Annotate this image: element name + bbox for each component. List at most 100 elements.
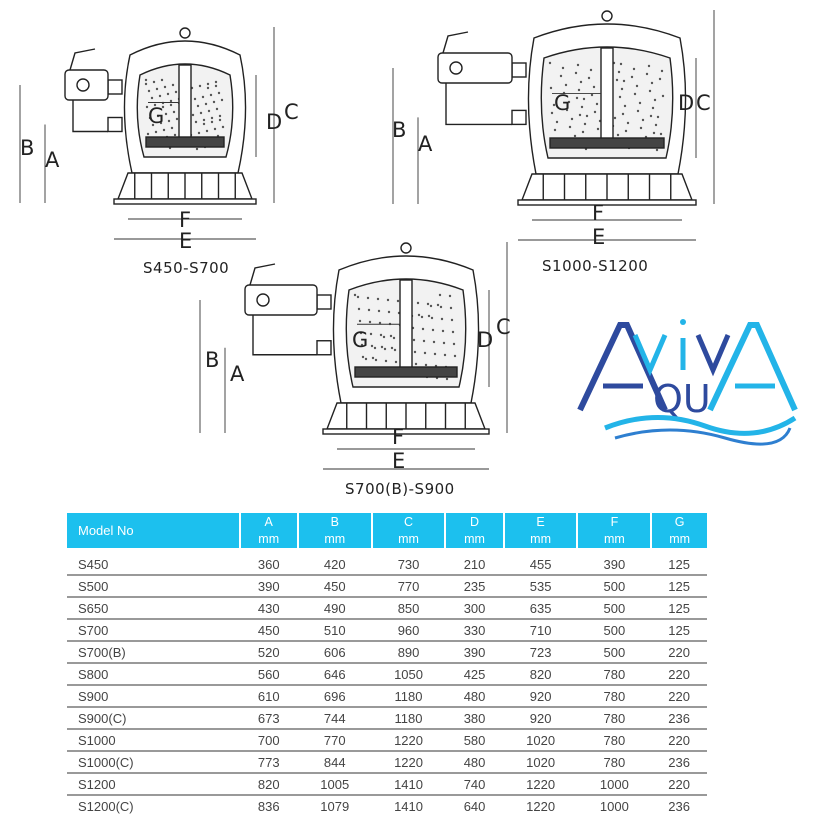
media-speckle (162, 128, 166, 132)
media-speckle (210, 116, 214, 120)
media-speckle (209, 93, 213, 97)
media-speckle (205, 129, 209, 133)
media-speckle (439, 305, 443, 309)
laterals (145, 136, 225, 148)
media-speckle (167, 119, 171, 123)
dim-label-g: G (148, 104, 165, 128)
value-cell: 500 (577, 619, 652, 642)
media-speckle (619, 62, 623, 66)
media-speckle (581, 130, 585, 134)
media-speckle (561, 66, 565, 70)
media-speckle (373, 346, 377, 350)
media-speckle (175, 117, 179, 121)
media-speckle (202, 118, 206, 122)
media-speckle (195, 147, 199, 151)
media-speckle (649, 114, 653, 118)
value-cell: 500 (577, 597, 652, 620)
media-speckle (384, 359, 388, 363)
media-speckle (370, 344, 374, 348)
value-cell: 780 (577, 707, 652, 730)
media-speckle (163, 85, 167, 89)
value-cell: 125 (651, 597, 707, 620)
media-speckle (422, 339, 426, 343)
media-speckle (564, 83, 568, 87)
value-cell: 510 (297, 619, 372, 642)
model-cell: S1000 (67, 729, 240, 752)
media-speckle (169, 99, 173, 103)
value-cell: 480 (445, 685, 504, 708)
media-speckle (429, 304, 433, 308)
media-speckle (574, 71, 578, 75)
media-speckle (153, 103, 157, 107)
value-cell: 1220 (503, 773, 578, 796)
value-cell: 960 (371, 619, 446, 642)
column-name: Model No (78, 523, 134, 538)
diagram-caption: S450-S700 (143, 259, 230, 277)
media-speckle (156, 114, 160, 118)
dim-label-a: A (45, 148, 60, 172)
media-speckle (213, 127, 217, 131)
media-speckle (421, 327, 425, 331)
media-speckle (638, 101, 642, 105)
filter-drawing-s450-s700 (19, 27, 275, 240)
media-speckle (622, 79, 626, 83)
value-cell: 696 (297, 685, 372, 708)
upper-port (107, 79, 123, 95)
valve-gauge-icon (76, 78, 90, 92)
media-speckle (417, 313, 421, 317)
media-speckle (390, 346, 394, 350)
media-speckle (371, 356, 375, 360)
media-speckle (367, 308, 371, 312)
media-speckle (210, 120, 214, 124)
value-cell: 535 (503, 575, 578, 598)
value-cell: 780 (577, 751, 652, 774)
column-header-model: Model No (67, 513, 241, 548)
media-speckle (579, 80, 583, 84)
value-cell: 1410 (371, 773, 446, 796)
column-unit: mm (398, 531, 419, 546)
value-cell: 420 (297, 548, 372, 576)
media-speckle (378, 321, 382, 325)
media-speckle (379, 333, 383, 337)
value-cell: 450 (239, 619, 298, 642)
value-cell: 380 (445, 707, 504, 730)
value-cell: 730 (371, 548, 446, 576)
value-cell: 236 (651, 707, 707, 730)
media-speckle (420, 315, 424, 319)
media-speckle (639, 126, 643, 130)
media-speckle (413, 350, 417, 354)
value-cell: 125 (651, 548, 707, 576)
media-speckle (615, 78, 619, 82)
media-speckle (656, 115, 660, 119)
media-speckle (616, 133, 620, 137)
value-cell: 635 (503, 597, 578, 620)
media-speckle (431, 328, 435, 332)
media-speckle (171, 83, 175, 87)
value-cell: 610 (239, 685, 298, 708)
value-cell: 606 (297, 641, 372, 664)
media-speckle (172, 110, 176, 114)
media-speckle (206, 86, 210, 90)
media-speckle (191, 113, 195, 117)
column-name: A (264, 514, 273, 529)
value-cell: 770 (297, 729, 372, 752)
media-speckle (582, 97, 586, 101)
value-cell: 890 (371, 641, 446, 664)
media-speckle (452, 342, 456, 346)
laterals (549, 137, 665, 149)
value-cell: 236 (668, 798, 690, 814)
media-speckle (555, 120, 559, 124)
media-speckle (633, 92, 637, 96)
value-cell: 920 (503, 685, 578, 708)
model-cell: S450 (67, 548, 240, 576)
value-cell: 236 (651, 751, 707, 774)
media-speckle (152, 80, 156, 84)
